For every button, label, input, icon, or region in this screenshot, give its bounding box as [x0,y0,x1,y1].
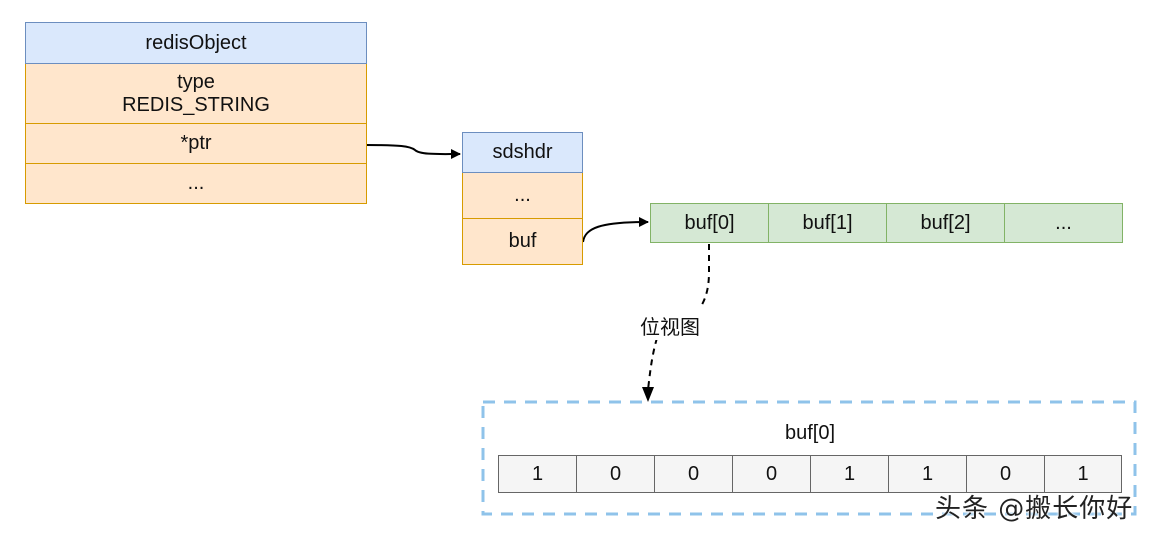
redis-object-field-type: type REDIS_STRING [25,64,367,124]
watermark: 头条 @搬长你好 [935,494,1134,524]
buf-cell: ... [1004,203,1123,243]
buf-cell: buf[1] [768,203,887,243]
buf-cell: buf[2] [886,203,1005,243]
bitview-arrow-upper [699,244,710,309]
bit-cell: 0 [732,455,811,493]
bit-cell: 1 [888,455,967,493]
bitview-arrowhead [642,387,654,402]
bitview-label: 位视图 [640,311,700,340]
buf-cell: buf[0] [650,203,769,243]
bit-cell: 1 [810,455,889,493]
bitmap-title: buf[0] [784,421,836,444]
sdshdr-header: sdshdr [462,132,583,173]
redis-object-field-more: ... [25,164,367,204]
bit-cell: 0 [654,455,733,493]
redis-object-field-ptr: *ptr [25,124,367,164]
bit-cell: 0 [966,455,1045,493]
bit-cell: 1 [1044,455,1122,493]
bit-cell: 0 [576,455,655,493]
sdshdr-field-buf: buf [462,219,583,265]
bitmap-container [481,400,1137,516]
buf-array: buf[0] buf[1] buf[2] ... [650,203,1123,243]
ptr-to-sdshdr-arrow [365,144,461,160]
bitview-arrow-lower [647,337,658,391]
sdshdr-field-more: ... [462,173,583,219]
bitmap-bits: 1 0 0 0 1 1 0 1 [498,455,1122,493]
bit-cell: 1 [498,455,577,493]
buf-to-array-arrow [582,217,649,243]
redis-object-header: redisObject [25,22,367,64]
